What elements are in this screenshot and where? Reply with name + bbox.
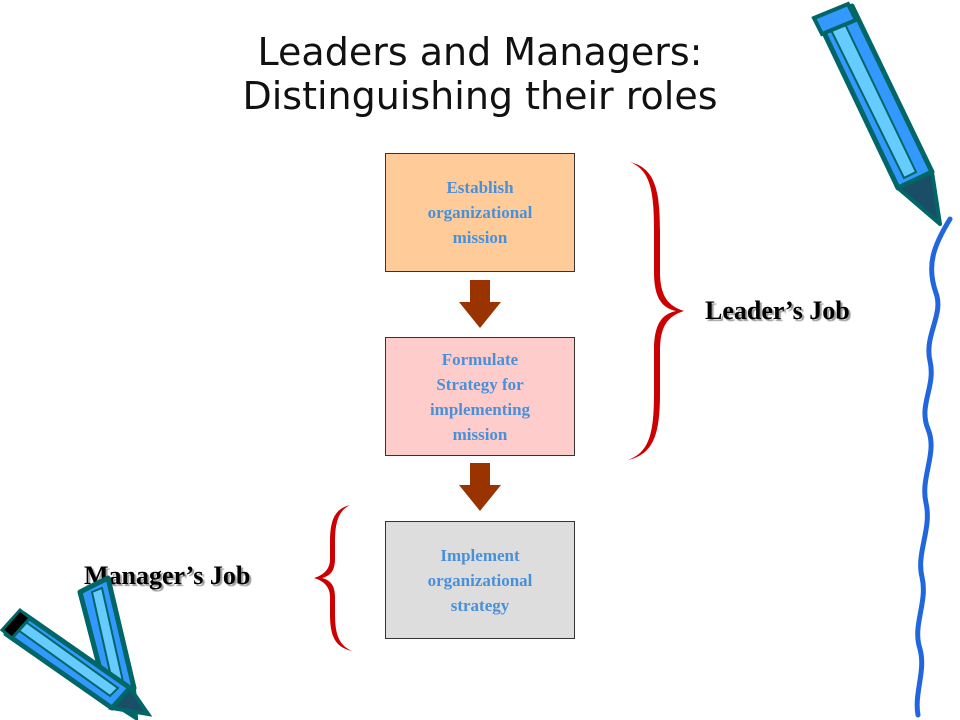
arrow-shape (459, 280, 501, 328)
down-arrow-icon (459, 280, 501, 328)
step-label: Formulate Strategy for implementing miss… (429, 349, 531, 444)
title-line-2: Distinguishing their roles (242, 74, 718, 118)
pencil-icon (0, 575, 153, 720)
leader-job-label: Leader’s Job (705, 296, 850, 325)
slide-title: Leaders and Managers: Distinguishing the… (150, 30, 810, 118)
wavy-border-decoration (914, 216, 953, 718)
step-box-implement-strategy: Implement organizational strategy (385, 521, 575, 639)
step-label: Establish organizational mission (427, 178, 533, 247)
title-line-1: Leaders and Managers: (257, 30, 703, 74)
brace-shape (314, 505, 352, 651)
pencil-shape (811, 1, 942, 226)
pencil-shape (0, 607, 153, 717)
pencil-icon (811, 1, 942, 226)
step-label: Implement organizational strategy (427, 545, 533, 615)
brace-shape (628, 162, 684, 460)
wavy-line (914, 216, 953, 718)
down-arrow-icon (459, 463, 501, 511)
left-curly-brace-icon (314, 505, 352, 651)
step-box-formulate-strategy: Formulate Strategy for implementing miss… (385, 337, 575, 456)
step-box-establish-mission: Establish organizational mission (385, 153, 575, 272)
arrow-shape (459, 463, 501, 511)
right-curly-brace-icon (628, 162, 684, 460)
